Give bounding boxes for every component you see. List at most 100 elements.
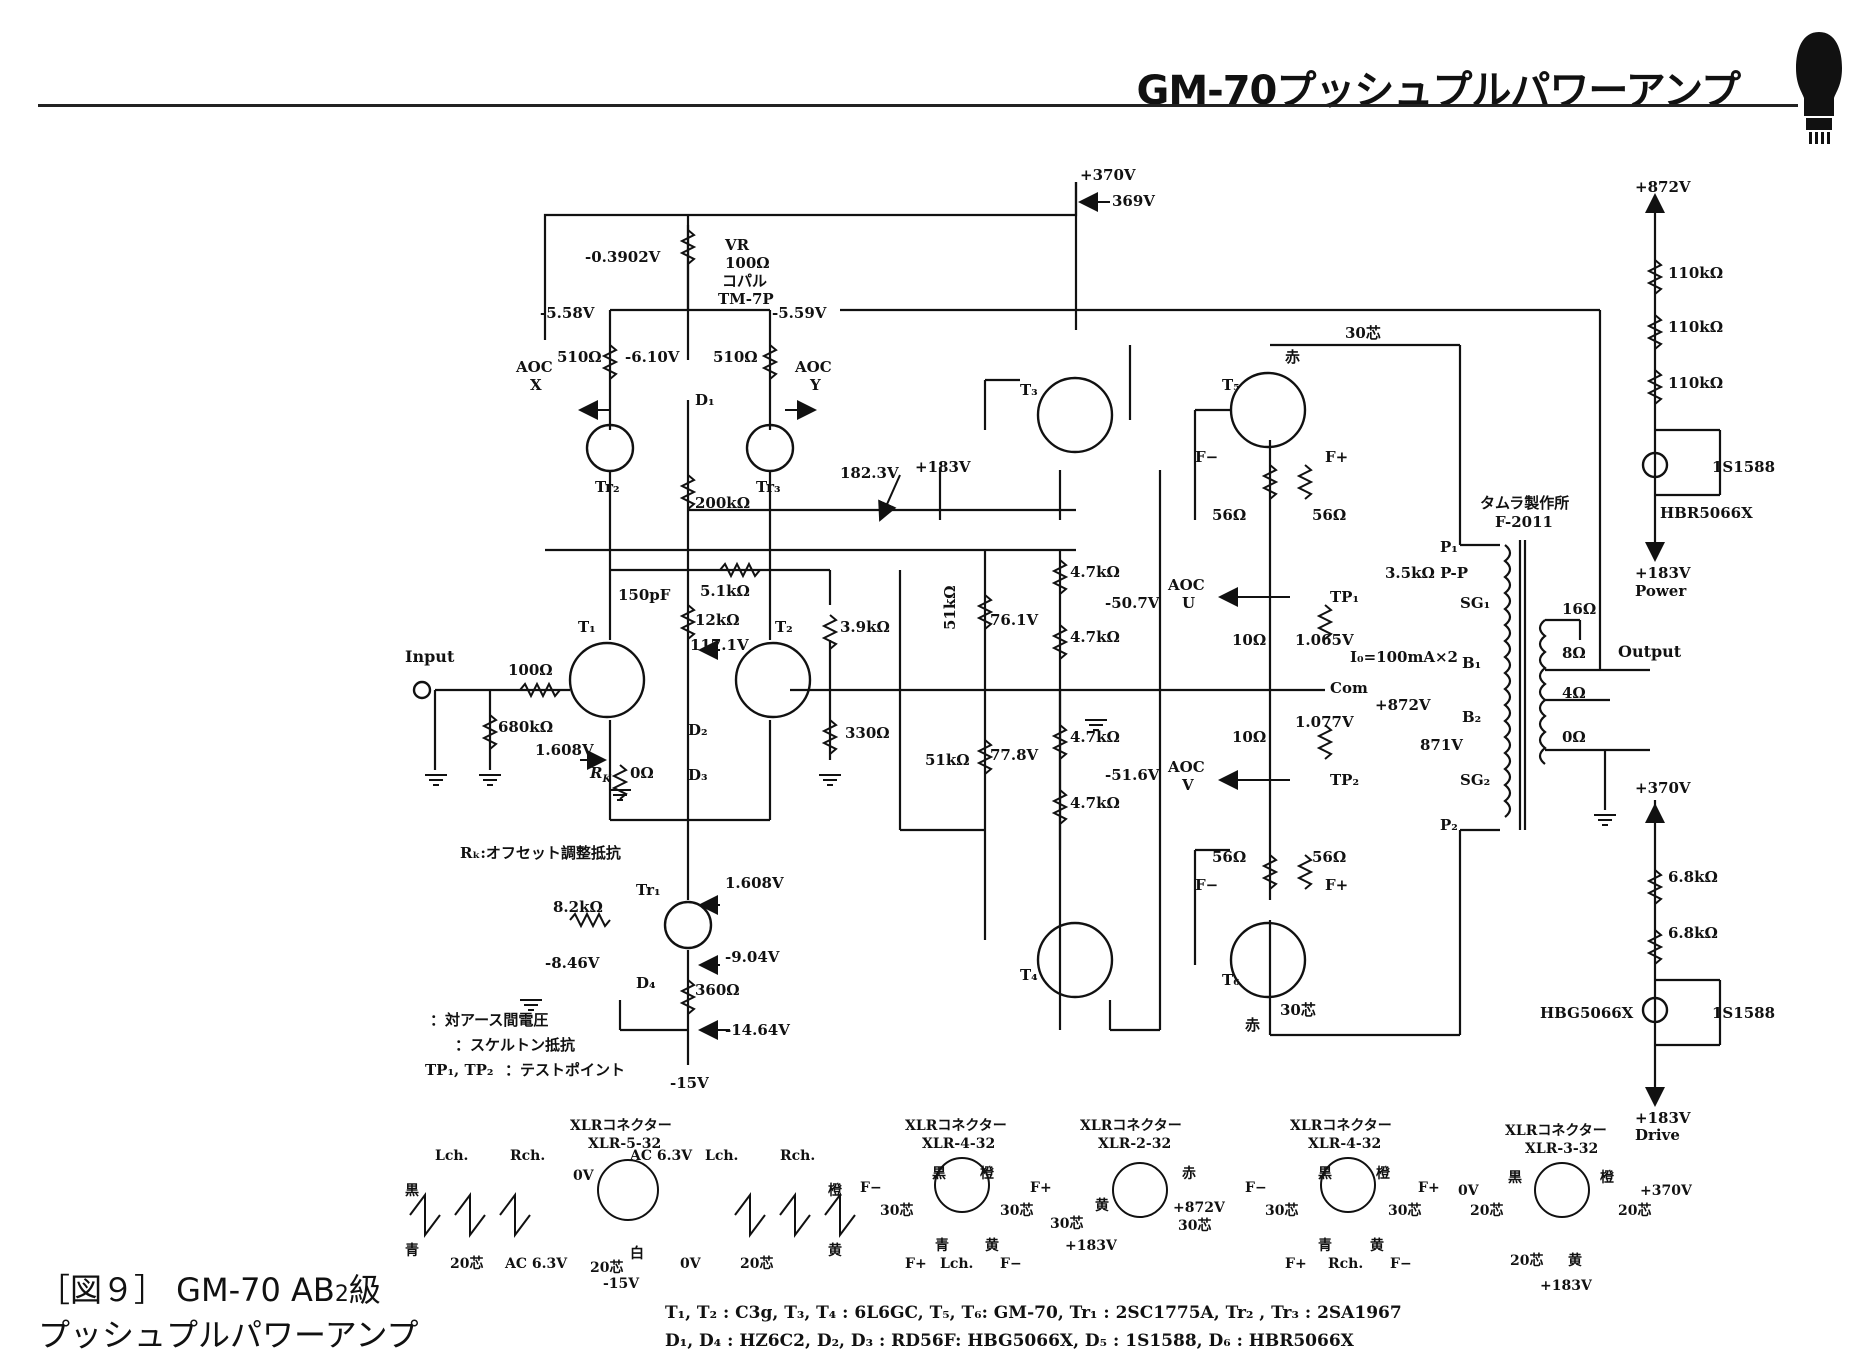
legend-arrow: ：対アース間電圧 (430, 1011, 548, 1029)
r68k-1-label: 6.8kΩ (1668, 868, 1718, 886)
d-1s1588-a-label: 1S1588 (1712, 458, 1775, 476)
xlr2-red: 赤 (1182, 1166, 1196, 1182)
p2-label: P₂ (1440, 816, 1458, 834)
d-1s1588-b-label: 1S1588 (1712, 1004, 1775, 1022)
diode-hbg (1641, 996, 1669, 1024)
r47k-1-label: 4.7kΩ (1070, 563, 1120, 581)
r56-2-label: 56Ω (1312, 506, 1346, 524)
t2-label: T₂ (775, 618, 793, 636)
xlr2-c30a: 30芯 (1050, 1215, 1083, 1232)
r47k-4-label: 4.7kΩ (1070, 794, 1120, 812)
xlr3-v183: +183V (1540, 1278, 1593, 1294)
aoc-v-label: AOC (1167, 758, 1205, 776)
xlr4b-ch: Rch. (1328, 1256, 1363, 1272)
xlr4a-ch: Lch. (940, 1256, 973, 1272)
xlr2-model: XLR-2-32 (1098, 1136, 1171, 1152)
xlr5-zero: 0V (573, 1168, 595, 1184)
xlr4a-fp: F+ (1030, 1180, 1052, 1196)
transistor-tr3 (745, 423, 795, 473)
aoc-v2-label: V (1181, 776, 1194, 794)
xlr4b-c30a: 30芯 (1265, 1202, 1298, 1219)
component-labels: +370V 369V VR 100Ω コパル TM-7P -0.3902V -5… (405, 166, 1775, 1144)
vr-maker-label: コパル (722, 272, 767, 290)
aoc-x2-label: X (530, 376, 542, 394)
vr-label: VR (724, 236, 750, 254)
r110-3-label: 110kΩ (1668, 374, 1723, 392)
v1608-a-label: 1.608V (535, 741, 594, 759)
transistor-tr2 (585, 423, 635, 473)
v15-label: -15V (670, 1074, 709, 1092)
v183-power-label: +183V (1635, 564, 1691, 582)
v1608-b-label: 1.608V (725, 874, 784, 892)
tube-t3 (1036, 376, 1114, 454)
output-label: Output (1618, 642, 1682, 661)
r47k-3-label: 4.7kΩ (1070, 728, 1120, 746)
xlr2-yellow: 黄 (1095, 1197, 1109, 1214)
b2-label: B₂ (1462, 708, 1481, 726)
xlr3-v370: +370V (1640, 1183, 1693, 1199)
caption-class-suffix: 級 (348, 1271, 381, 1309)
xlr3-zero: 0V (1458, 1183, 1480, 1199)
d2-label: D₂ (688, 721, 708, 739)
v507-label: -50.7V (1105, 594, 1160, 612)
xlr5-lch2: Lch. (705, 1148, 738, 1164)
xlr4b-connector (1320, 1157, 1376, 1213)
v1065-label: 1.065V (1295, 631, 1354, 649)
v558-label: -5.58V (540, 304, 595, 322)
r12k-label: 12kΩ (695, 611, 740, 629)
aoc-u2-label: U (1182, 594, 1195, 612)
r82k-label: 8.2kΩ (553, 898, 603, 916)
xlr5-lch: Lch. (435, 1148, 468, 1164)
xlr4a-fp2: F+ (905, 1256, 927, 1272)
xlr4a-connector (934, 1157, 990, 1213)
xlr4b-yellow: 黄 (1370, 1237, 1384, 1254)
legend-skeleton: ：スケルトン抵抗 (455, 1036, 575, 1054)
xlr3-model: XLR-3-32 (1525, 1141, 1598, 1157)
caption-line-2: プッシュプルパワーアンプ (38, 1316, 419, 1354)
rk-note-label: Rₖ:オフセット調整抵抗 (460, 844, 621, 862)
d3-label: D₃ (688, 766, 708, 784)
v1823-label: 182.3V (840, 464, 899, 482)
aoc-y-label: AOC (794, 358, 832, 376)
core30-top-label: 30芯 (1345, 324, 1381, 342)
xlr5-model: XLR-5-32 (588, 1136, 661, 1152)
xlr5-core20b: 20芯 (590, 1259, 623, 1276)
xlr4a-model: XLR-4-32 (922, 1136, 995, 1152)
xlr4b-fm2: F− (1390, 1256, 1412, 1272)
t4-label: T₄ (1020, 966, 1038, 984)
legend-tp-label: TP₁, TP₂ (425, 1061, 493, 1079)
parts-line-1: T₁, T₂ : C3g, T₃, T₄ : 6L6GC, T₅, T₆: GM… (665, 1303, 1402, 1323)
v183-drive-label: +183V (1635, 1109, 1691, 1127)
xlr5-black: 黒 (405, 1183, 419, 1199)
xlr2-title: XLRコネクター (1080, 1118, 1182, 1134)
tap16-label: 16Ω (1562, 600, 1596, 618)
tube-t6 (1229, 921, 1307, 999)
xlr4b-black: 黒 (1318, 1166, 1332, 1182)
caption-class-sub: 2 (334, 1282, 349, 1307)
r51k-c-label: 51kΩ (925, 751, 970, 769)
t1-label: T₁ (578, 618, 596, 636)
xlr4b-fm: F− (1245, 1180, 1267, 1196)
xlr2-v872: +872V (1173, 1200, 1226, 1216)
xlr3-black: 黒 (1508, 1170, 1522, 1186)
r110-2-label: 110kΩ (1668, 318, 1723, 336)
xlr4a-orange: 橙 (980, 1165, 995, 1182)
xlr5-m15: -15V (603, 1276, 640, 1292)
figure-caption: ［図９］ GM-70 AB2級 プッシュプルパワーアンプ (38, 1270, 418, 1355)
xlr4b-model: XLR-4-32 (1308, 1136, 1381, 1152)
xlr2-connector (1112, 1162, 1168, 1218)
v1464-label: -14.64V (725, 1021, 790, 1039)
d4-label: D₄ (636, 974, 656, 992)
xlr3-c20b: 20芯 (1618, 1202, 1651, 1219)
v872-top-label: +872V (1635, 178, 1691, 196)
xlr2-v183: +183V (1065, 1238, 1118, 1254)
v370-top-label: +370V (1080, 166, 1136, 184)
xlr4a-blue: 青 (935, 1237, 949, 1254)
r330-label: 330Ω (845, 724, 890, 742)
xlr3-title: XLRコネクター (1505, 1123, 1607, 1139)
tr3-label: Tr₃ (756, 478, 781, 496)
xlr5-core20c: 20芯 (740, 1255, 773, 1272)
xlr4b-c30b: 30芯 (1388, 1202, 1421, 1219)
xlr5-ac: AC 6.3V (629, 1148, 693, 1164)
tube-t2 (734, 641, 812, 719)
